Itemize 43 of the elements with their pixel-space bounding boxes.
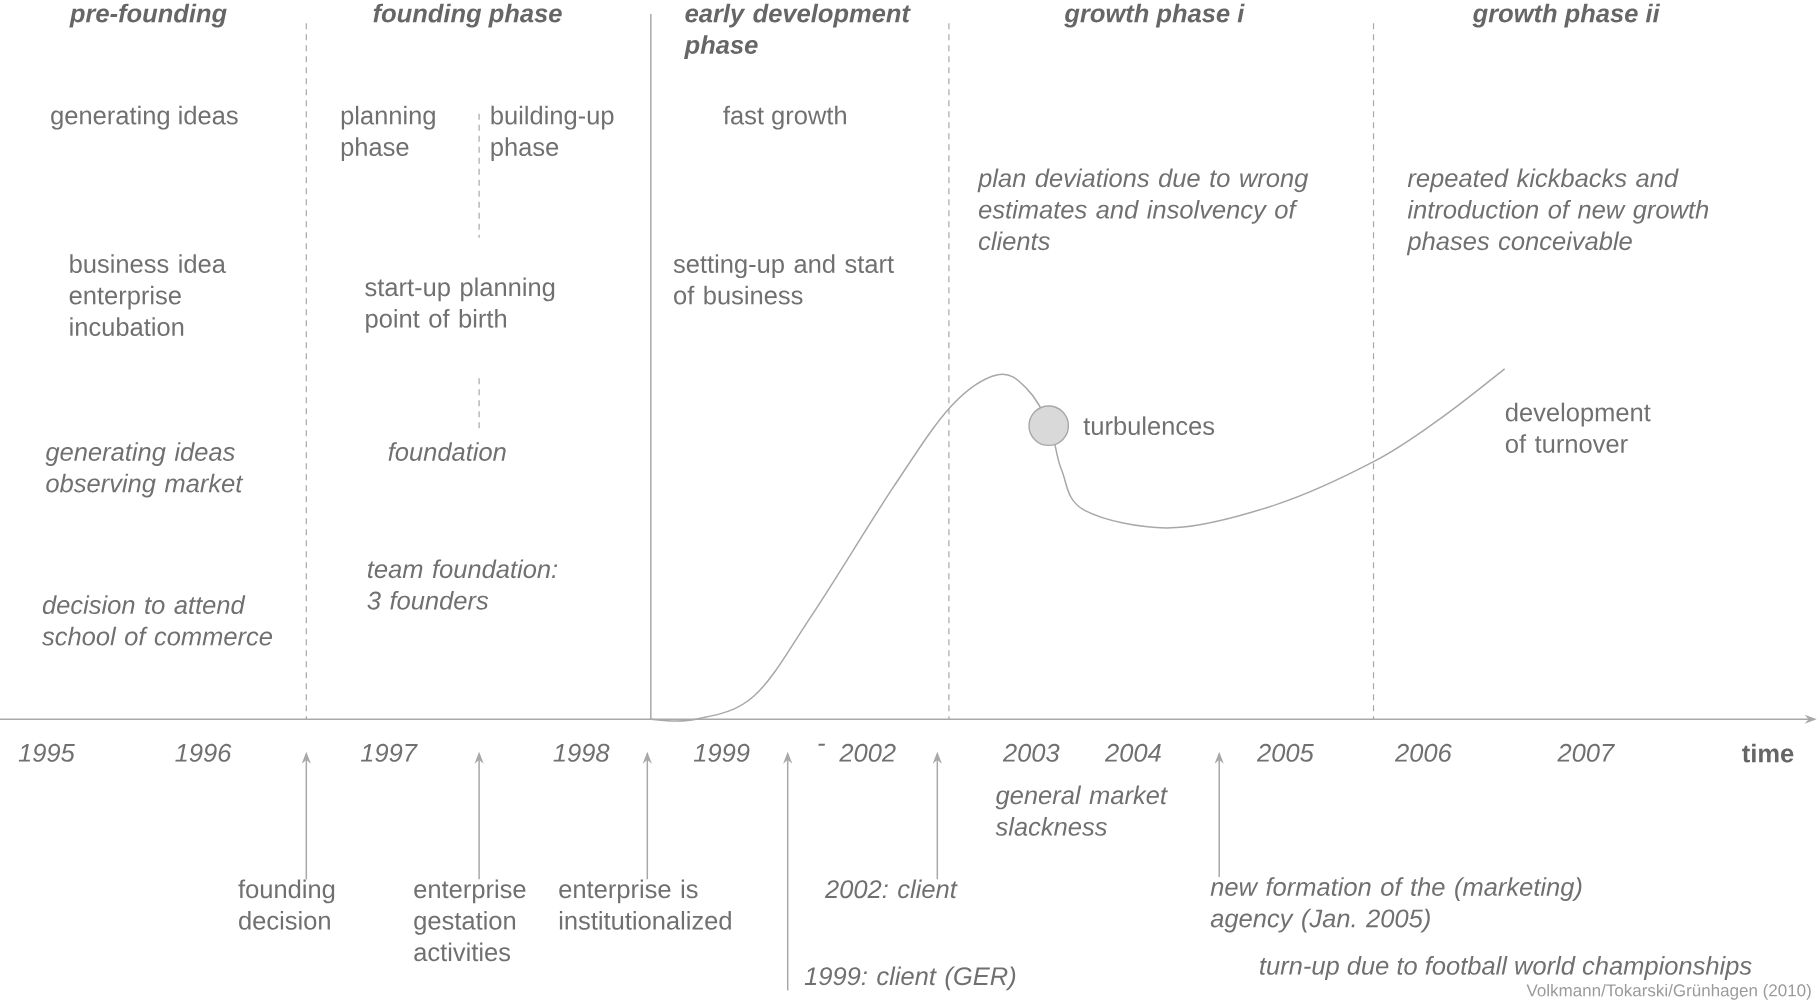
year-label: -: [818, 743, 825, 746]
marker-label: turbulences: [1083, 416, 1215, 436]
source-note: Volkmann/Tokarski/Grünhagen (2010): [1526, 983, 1811, 1000]
phase-heading: founding phase: [373, 3, 562, 28]
phase-note: generating ideas: [51, 105, 238, 130]
phase-note: plan deviations due to wrong estimates and insolvency of clients: [977, 168, 1309, 251]
turbulence-marker: [1028, 405, 1070, 447]
phase-note: team foundation: 3 founders: [367, 559, 558, 610]
year-label: 2002: [839, 743, 896, 762]
phase-note: planning phase: [341, 105, 435, 162]
event-text: enterprise gestation activities: [414, 879, 526, 962]
event-text: enterprise is institutionalized: [559, 879, 731, 930]
year-label: 2003: [1002, 743, 1060, 762]
year-label: 1995: [18, 743, 75, 762]
year-label: 1996: [175, 743, 232, 762]
year-label: 2005: [1256, 743, 1314, 762]
curve-label: development of turnover: [1505, 402, 1651, 453]
year-label: 1998: [553, 743, 610, 762]
phase-note: start-up planning point of birth: [365, 277, 555, 333]
year-label: 2004: [1104, 743, 1161, 762]
axis-label: time: [1742, 743, 1794, 763]
phase-note: fast growth: [723, 105, 846, 130]
phase-heading: growth phase ii: [1472, 3, 1661, 28]
event-text: founding decision: [238, 879, 335, 930]
year-label: 1999: [693, 743, 750, 762]
phase-heading: growth phase i: [1064, 3, 1245, 28]
event-text: new formation of the (marketing) agency (Jan. 2005): [1210, 877, 1582, 933]
phase-note: setting-up and start of business: [673, 254, 894, 305]
phase-note: foundation: [388, 442, 506, 461]
timeline-note: turn-up due to football world championships: [1260, 956, 1752, 980]
phase-note: generating ideas observing market: [45, 442, 244, 498]
event-text: 1999: client (GER): [804, 966, 1016, 991]
phase-heading: early development phase: [684, 3, 911, 59]
year-label: 2006: [1394, 743, 1452, 762]
phase-heading: pre-founding: [69, 3, 227, 28]
phase-note: decision to attend school of commerce: [42, 595, 272, 646]
year-label: 1997: [360, 743, 418, 762]
event-text: 2002: client: [824, 879, 958, 899]
phase-note: business idea enterprise incubation: [69, 254, 226, 337]
phase-note: repeated kickbacks and introduction of new growth phases conceivable: [1406, 168, 1709, 256]
year-label: 2007: [1557, 743, 1615, 762]
phase-note: building-up phase: [491, 105, 614, 162]
timeline-note: general market slackness: [995, 785, 1168, 836]
